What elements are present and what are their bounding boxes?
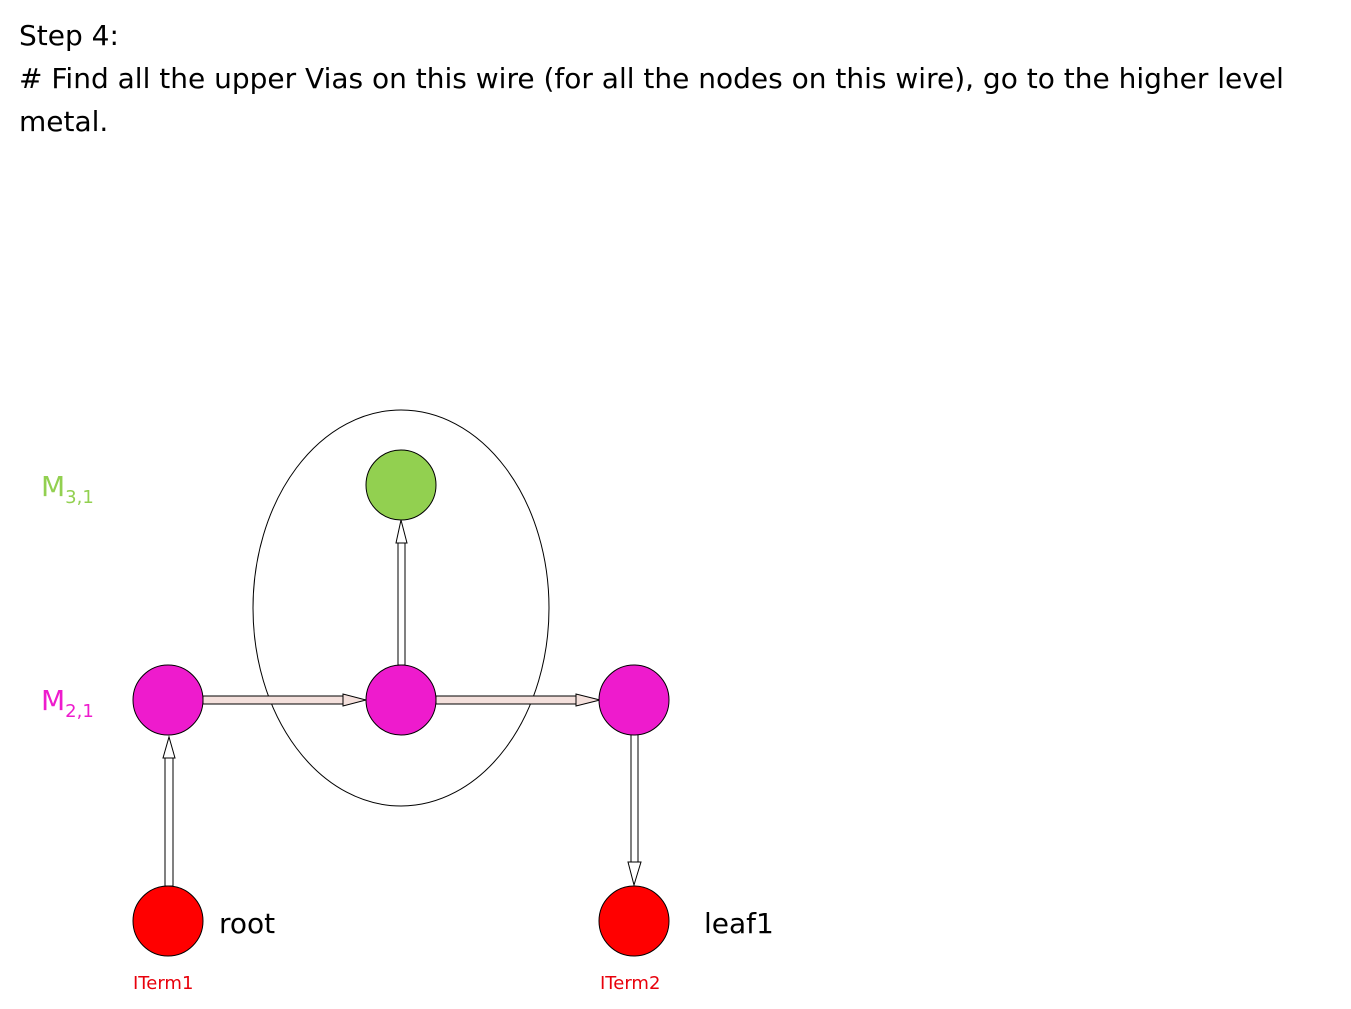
metal-label-m2-sub: 2,1 [65, 701, 94, 722]
arrow-m2-mid-to-m2-right [435, 693, 601, 707]
root-label: root [219, 907, 275, 940]
metal-label-m2-name: M [41, 684, 65, 717]
highlight-ellipse [252, 409, 550, 807]
step-title: Step 4: [19, 19, 119, 52]
arrow-root-to-m2-left [162, 735, 176, 887]
leaf-label: leaf1 [704, 907, 774, 940]
arrow-m2-left-to-m2-mid [202, 693, 368, 707]
m2-node-left [132, 664, 204, 736]
iterm1-node [132, 885, 204, 957]
m2-node-right [598, 664, 670, 736]
metal-label-m3-sub: 3,1 [65, 487, 94, 508]
step-description: Step 4: # Find all the upper Vias on thi… [19, 14, 1339, 143]
step-text-line-2: metal. [19, 105, 109, 138]
metal-label-m3-name: M [41, 470, 65, 503]
metal-label-m3: M3,1 [41, 470, 94, 508]
m2-node-middle [365, 664, 437, 736]
iterm2-label: ITerm2 [600, 973, 660, 994]
iterm1-label: ITerm1 [133, 973, 193, 994]
arrow-m2-mid-to-m3 [395, 519, 408, 666]
m3-node [365, 449, 437, 521]
arrow-m2-right-to-leaf [627, 733, 642, 887]
step-text-line-1: # Find all the upper Vias on this wire (… [19, 62, 1284, 95]
iterm2-node [598, 885, 670, 957]
metal-label-m2: M2,1 [41, 684, 94, 722]
